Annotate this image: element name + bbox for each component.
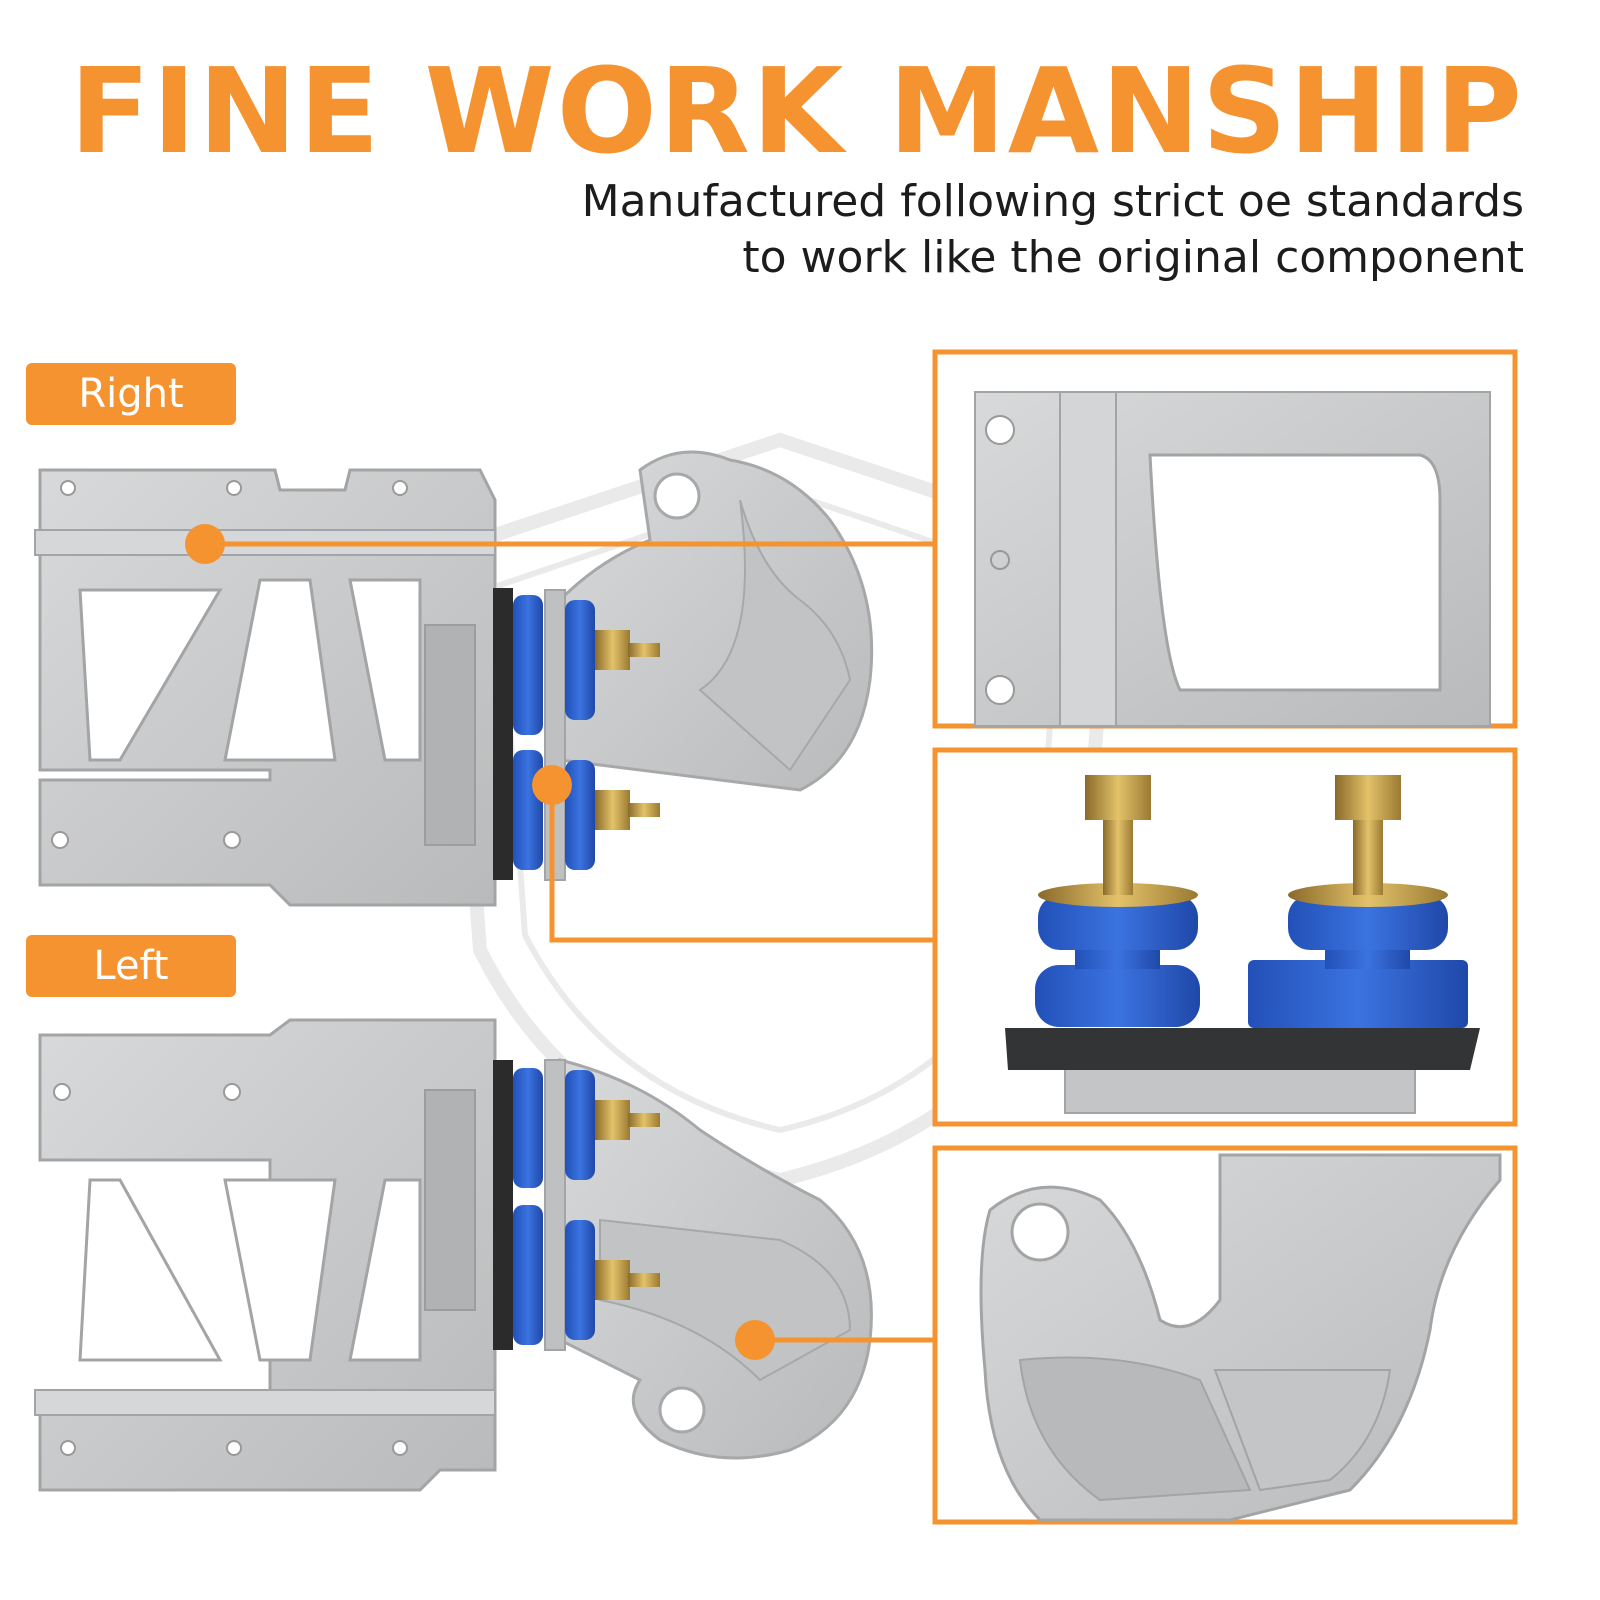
callout-dot-bushing (532, 765, 572, 805)
detail-panel-hook (932, 1145, 1518, 1525)
left-label-tag: Left (26, 935, 236, 997)
right-engine-mount (34, 450, 874, 907)
headline: FINE WORK MANSHIP (69, 42, 1524, 180)
callout-dot-hook (735, 1320, 775, 1360)
callout-lines (205, 541, 935, 1343)
subtitle-line-2: to work like the original component (742, 232, 1524, 283)
right-label-text: Right (78, 371, 184, 417)
subtitle-line-1: Manufactured following strict oe standar… (581, 176, 1524, 227)
detail-panel-frame (932, 349, 1518, 729)
left-engine-mount (34, 1018, 873, 1492)
callout-dot-frame (185, 524, 225, 564)
left-label-text: Left (93, 943, 169, 989)
right-label-tag: Right (26, 363, 236, 425)
detail-panel-bushings (932, 747, 1518, 1127)
